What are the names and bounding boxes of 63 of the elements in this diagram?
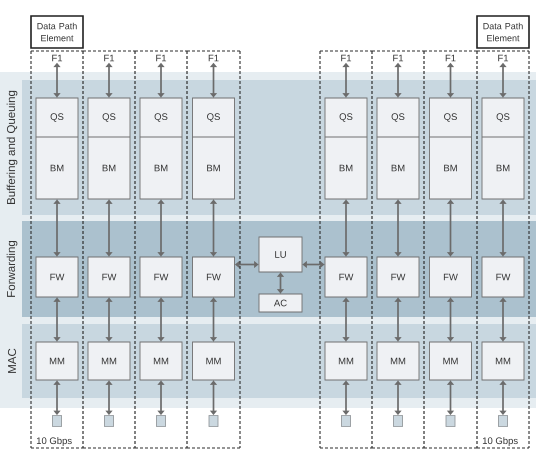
- square-marker: [393, 415, 403, 427]
- block-box: FW: [192, 256, 235, 298]
- square-marker: [208, 415, 218, 427]
- block-box: QS: [376, 98, 420, 138]
- dashed-frame: [134, 50, 188, 449]
- block-box: FW: [324, 256, 368, 298]
- block-box: QS: [88, 98, 130, 138]
- block-box: BM: [140, 136, 182, 200]
- block-box: MM: [192, 342, 235, 380]
- text-label: F1: [446, 54, 456, 62]
- square-marker: [52, 415, 62, 427]
- block-box: AC: [258, 294, 302, 312]
- block-box: BM: [324, 136, 368, 200]
- block-box: BM: [192, 136, 235, 200]
- text-label: F1: [208, 54, 219, 62]
- dashed-frame: [319, 50, 373, 449]
- block-box: QS: [429, 98, 472, 138]
- square-marker: [156, 415, 166, 427]
- label-box: Data Path Element: [30, 15, 84, 49]
- band-label: Forwarding: [6, 241, 18, 297]
- dashed-frame: [423, 50, 478, 449]
- dashed-frame: [82, 50, 136, 449]
- block-box: QS: [482, 98, 524, 138]
- band-label: MAC: [8, 348, 16, 373]
- block-box: QS: [324, 98, 368, 138]
- block-box: FW: [140, 256, 182, 298]
- text-label: F1: [393, 54, 404, 62]
- block-box: BM: [376, 136, 420, 200]
- dashed-frame: [186, 50, 241, 449]
- block-box: FW: [482, 256, 524, 298]
- square-marker: [446, 415, 456, 427]
- dashed-frame: [371, 50, 425, 449]
- block-box: FW: [429, 256, 472, 298]
- block-box: QS: [36, 98, 78, 138]
- block-box: LU: [258, 236, 302, 272]
- block-box: MM: [429, 342, 472, 380]
- block-box: FW: [88, 256, 130, 298]
- speed-label: 10 Gbps: [36, 437, 72, 446]
- block-box: MM: [36, 342, 78, 380]
- block-box: BM: [36, 136, 78, 200]
- square-marker: [341, 415, 351, 427]
- block-box: FW: [36, 256, 78, 298]
- speed-label: 10 Gbps: [482, 437, 518, 446]
- text-label: F1: [156, 54, 166, 62]
- band-label: Buffering and Queuing: [6, 90, 18, 204]
- block-box: BM: [429, 136, 472, 200]
- square-marker: [104, 415, 114, 427]
- text-label: F1: [104, 54, 114, 62]
- block-box: MM: [376, 342, 420, 380]
- block-box: BM: [482, 136, 524, 200]
- block-box: BM: [88, 136, 130, 200]
- block-box: FW: [376, 256, 420, 298]
- block-box: QS: [192, 98, 235, 138]
- text-label: F1: [52, 54, 62, 62]
- block-box: MM: [324, 342, 368, 380]
- text-label: F1: [341, 54, 352, 62]
- text-label: F1: [498, 54, 508, 62]
- block-box: MM: [482, 342, 524, 380]
- block-box: QS: [140, 98, 182, 138]
- block-box: MM: [140, 342, 182, 380]
- square-marker: [498, 415, 508, 427]
- block-box: MM: [88, 342, 130, 380]
- label-box: Data Path Element: [476, 15, 530, 49]
